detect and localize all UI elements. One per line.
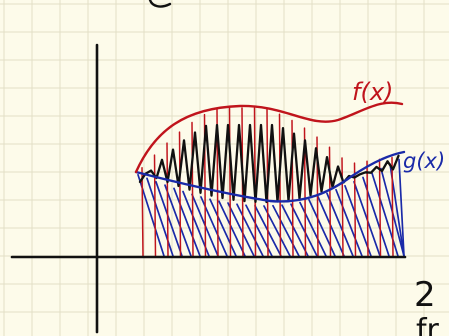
hatch-line bbox=[344, 184, 372, 257]
hatch-line bbox=[182, 190, 210, 257]
strip-line bbox=[141, 167, 144, 257]
f-curve bbox=[134, 101, 404, 174]
strip-line bbox=[391, 156, 394, 257]
strip-line bbox=[153, 154, 157, 257]
hatch-line bbox=[281, 204, 309, 257]
g-label: g(x) bbox=[403, 149, 445, 173]
cropped-letter-stroke bbox=[148, 0, 172, 8]
hatch-line bbox=[335, 188, 363, 257]
strip-line bbox=[191, 121, 194, 257]
strip-line bbox=[378, 158, 382, 257]
hatch-line bbox=[155, 180, 183, 257]
hatch-line bbox=[236, 203, 264, 257]
hatch-line bbox=[317, 195, 345, 257]
strip-line bbox=[341, 157, 344, 257]
hatch-line bbox=[164, 184, 192, 257]
bottom-text-fragment: fr bbox=[416, 313, 440, 336]
hatch-line bbox=[173, 187, 201, 257]
hatch-line bbox=[371, 172, 399, 257]
hatch-line bbox=[398, 158, 405, 257]
strip-line bbox=[228, 107, 232, 257]
hatch-line bbox=[146, 177, 174, 257]
f-label: f(x) bbox=[352, 78, 393, 106]
hatch-line bbox=[290, 203, 318, 257]
hatch-line bbox=[209, 198, 237, 257]
hatch-line bbox=[299, 201, 327, 257]
g-curve bbox=[134, 150, 406, 203]
strip-line bbox=[278, 113, 282, 257]
region-between-curves-zigzag bbox=[138, 123, 400, 204]
strip-line bbox=[178, 131, 182, 257]
strip-line bbox=[328, 146, 332, 257]
strip-line bbox=[366, 160, 369, 257]
strip-line bbox=[166, 142, 169, 257]
bottom-number: 2 bbox=[414, 275, 436, 315]
hatch-line bbox=[227, 202, 255, 257]
hatch-line bbox=[272, 204, 300, 257]
hatch-line bbox=[218, 200, 246, 257]
hatch-line bbox=[326, 192, 354, 257]
